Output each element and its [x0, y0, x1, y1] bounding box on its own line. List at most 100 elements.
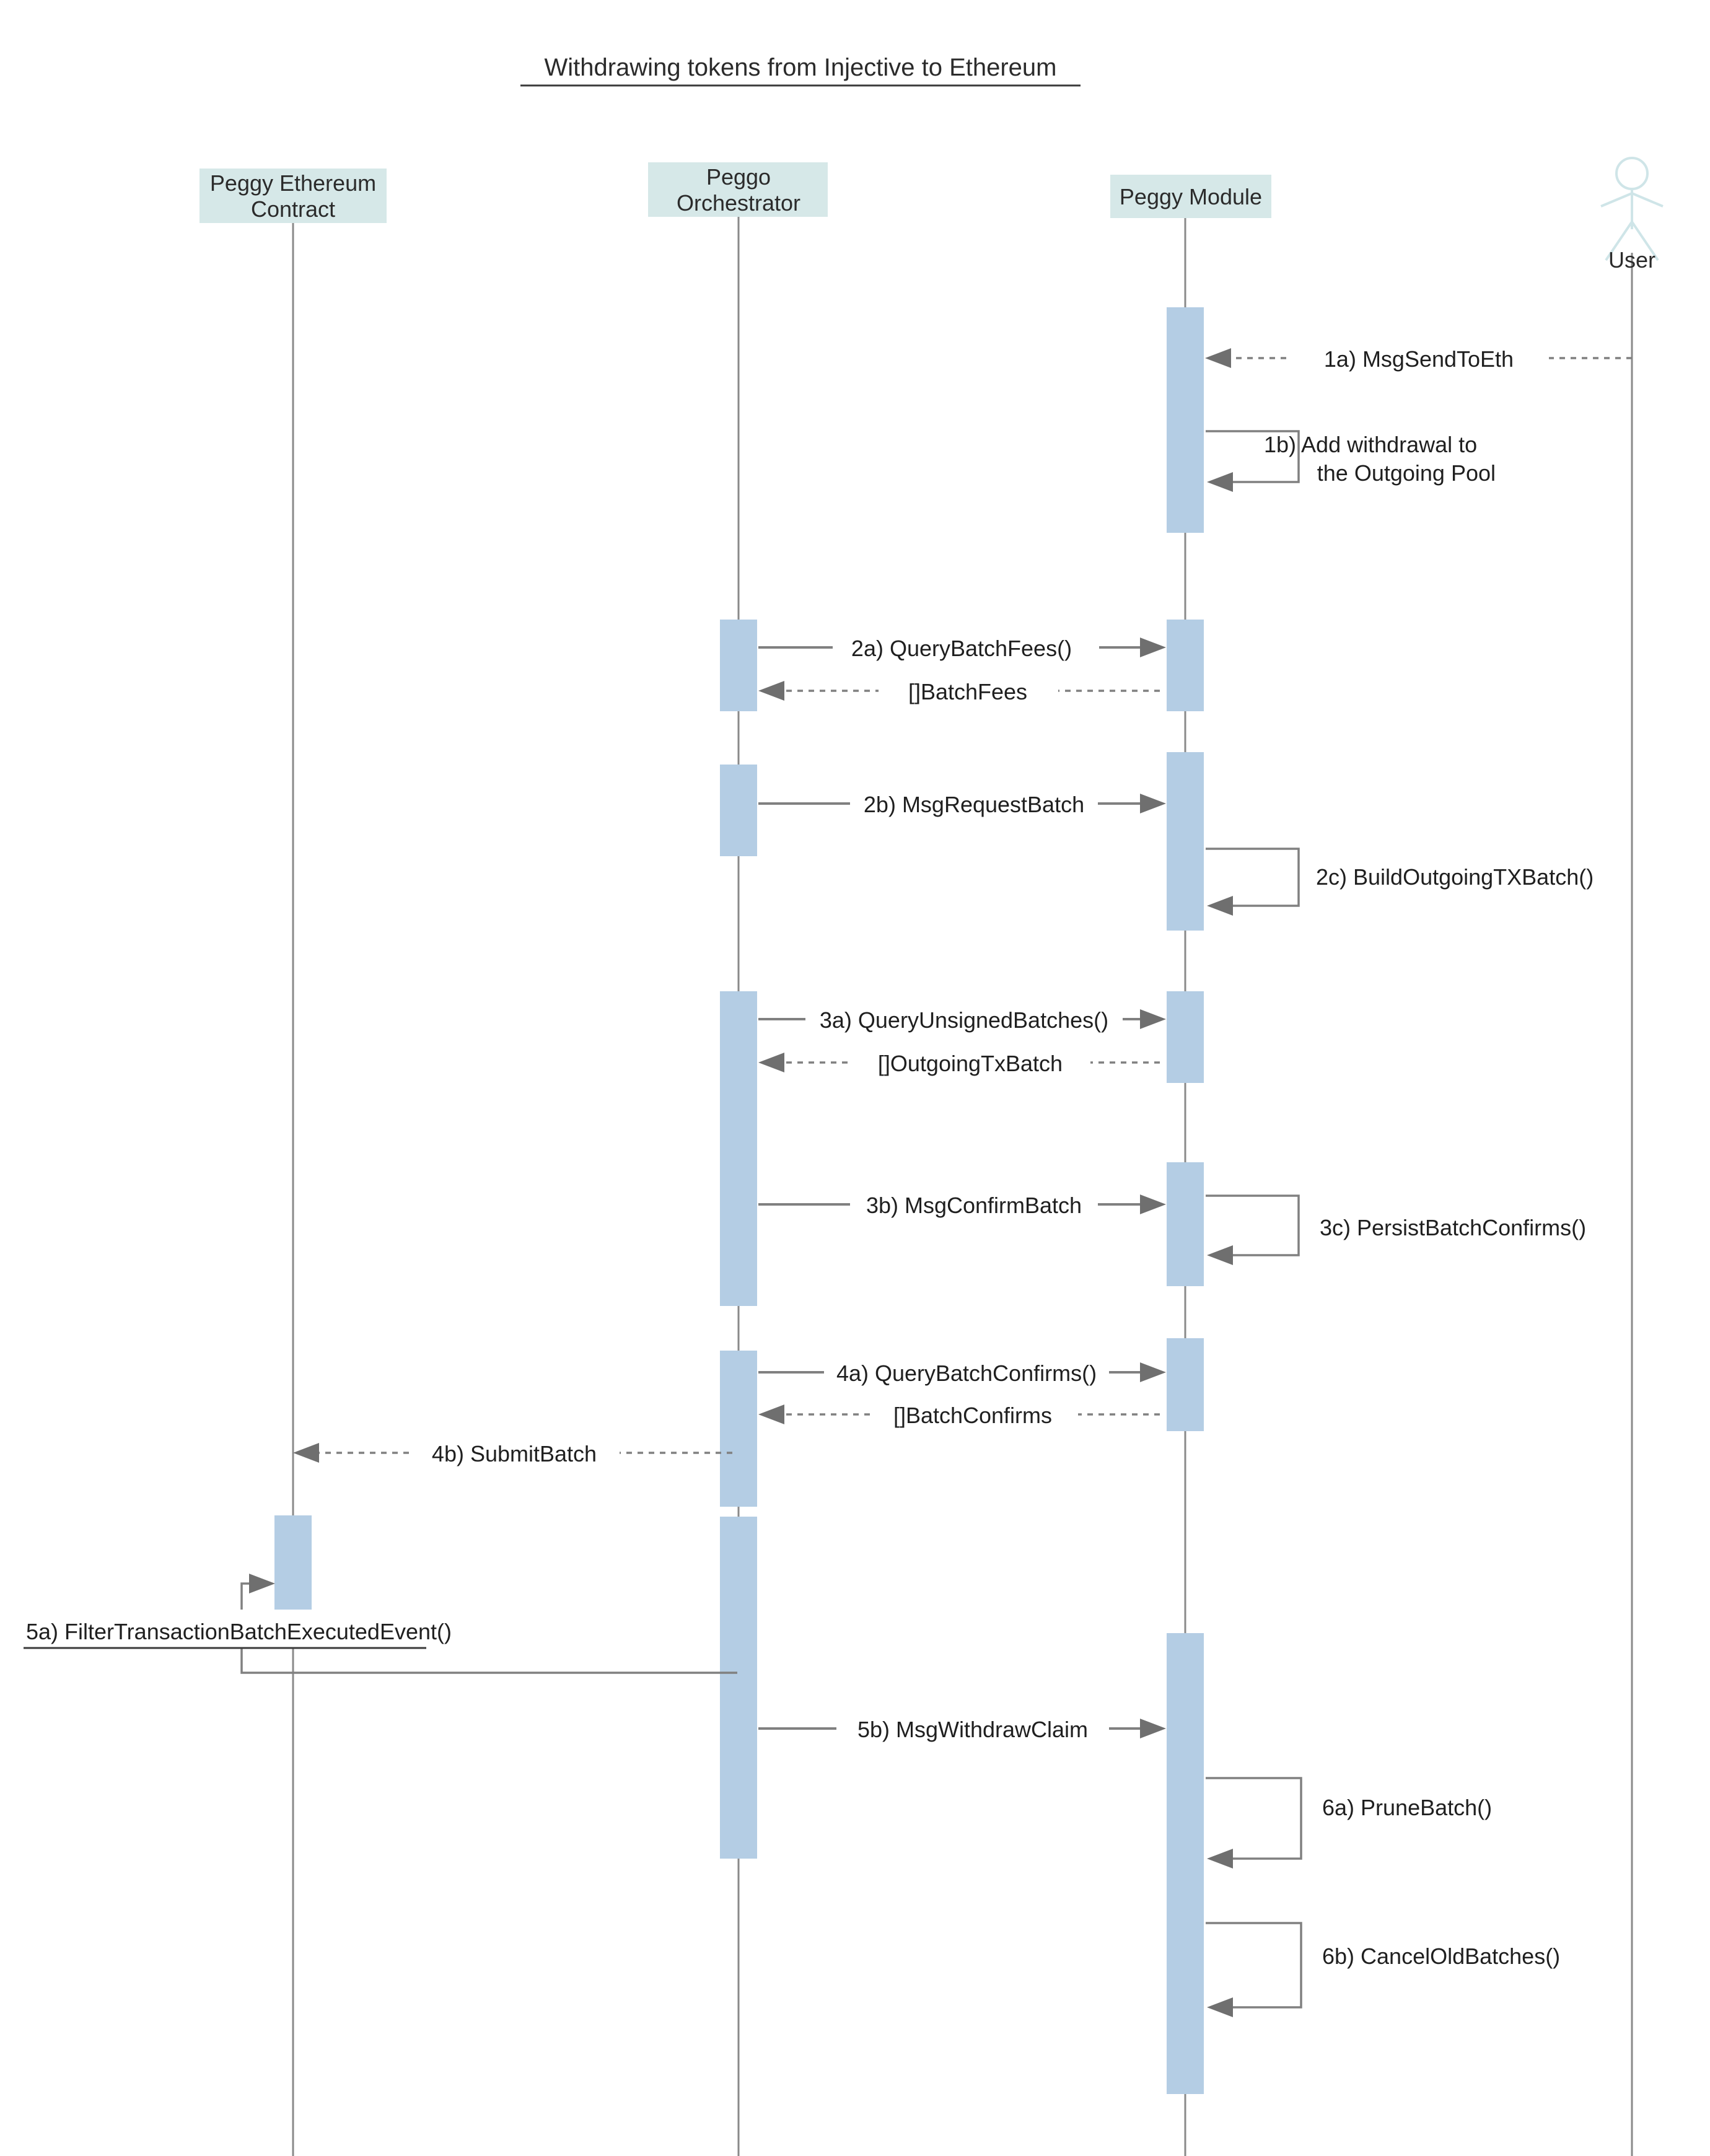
- message-3a-label: 3a) QueryUnsignedBatches(): [820, 1007, 1108, 1033]
- message-6a-arrowhead: [1207, 1849, 1233, 1869]
- message-2a[interactable]: 2a) QueryBatchFees(): [758, 629, 1166, 665]
- message-6b-arrowhead: [1207, 1997, 1233, 2017]
- activation-peggo-5: [720, 1517, 757, 1859]
- activation-peggy-module-3a: [1167, 991, 1204, 1083]
- message-2a-return-label: []BatchFees: [908, 679, 1027, 704]
- message-4a-label: 4a) QueryBatchConfirms(): [836, 1361, 1097, 1386]
- message-6a-label: 6a) PruneBatch(): [1322, 1795, 1492, 1820]
- message-6a[interactable]: 6a) PruneBatch(): [1206, 1777, 1492, 1869]
- activation-peggy-module-2a: [1167, 620, 1204, 711]
- message-4b-label: 4b) SubmitBatch: [432, 1441, 597, 1466]
- actor-leg-right-icon: [1631, 221, 1659, 261]
- message-2a-label-bg: [833, 629, 1099, 665]
- message-2a-return-label-bg: [879, 672, 1058, 708]
- message-5b[interactable]: 5b) MsgWithdrawClaim: [758, 1710, 1166, 1746]
- message-5a[interactable]: 5a) FilterTransactionBatchExecutedEvent(…: [12, 1574, 737, 1674]
- activation-eth-contract-5a: [274, 1515, 312, 1610]
- message-1a-label-bg: [1289, 340, 1549, 375]
- participant-peggo[interactable]: Peggo Orchestrator: [648, 162, 828, 217]
- message-3c-loop: [1206, 1194, 1300, 1256]
- activation-peggo-4: [720, 1351, 757, 1507]
- message-3c-arrowhead: [1207, 1245, 1233, 1265]
- message-4a[interactable]: 4a) QueryBatchConfirms(): [758, 1354, 1166, 1390]
- message-3b-arrowhead: [1140, 1194, 1166, 1214]
- message-1a-arrowhead: [1205, 348, 1231, 368]
- participant-label-peggo-line1: Peggo: [706, 164, 771, 190]
- message-3a-return-arrowhead: [758, 1053, 784, 1072]
- message-2b-label: 2b) MsgRequestBatch: [864, 792, 1084, 817]
- message-6a-loop: [1206, 1777, 1302, 1860]
- message-3c-label: 3c) PersistBatchConfirms(): [1320, 1215, 1586, 1240]
- participant-peggy-module[interactable]: Peggy Module: [1110, 175, 1271, 218]
- message-2b-arrowhead: [1140, 794, 1166, 813]
- message-2c-label: 2c) BuildOutgoingTXBatch(): [1316, 864, 1594, 890]
- message-5b-label-bg: [836, 1710, 1109, 1746]
- message-6b-loop: [1206, 1922, 1302, 2009]
- participant-box-peggo: [648, 162, 828, 217]
- message-2a-arrowhead: [1140, 638, 1166, 657]
- message-3c[interactable]: 3c) PersistBatchConfirms(): [1206, 1194, 1586, 1265]
- message-1b-arrowhead: [1207, 472, 1233, 492]
- message-5b-label: 5b) MsgWithdrawClaim: [857, 1717, 1088, 1742]
- message-3a-return-label: []OutgoingTxBatch: [878, 1051, 1063, 1076]
- message-3a-label-bg: [805, 1001, 1123, 1036]
- participant-box-eth-contract: [200, 169, 387, 223]
- actor-head-icon: [1615, 157, 1649, 190]
- message-2b[interactable]: 2b) MsgRequestBatch: [758, 785, 1166, 821]
- message-4a-return-arrowhead: [758, 1404, 784, 1424]
- message-4a-return-label: []BatchConfirms: [893, 1403, 1052, 1428]
- message-5a-arrowhead: [249, 1574, 275, 1593]
- message-1b-label-line1: 1b) Add withdrawal to: [1264, 432, 1477, 457]
- actor-arm-right-icon: [1631, 192, 1664, 208]
- message-2b-label-bg: [850, 785, 1098, 821]
- message-2c-loop: [1206, 848, 1300, 907]
- message-3b-label: 3b) MsgConfirmBatch: [866, 1193, 1082, 1218]
- diagram-title-group: Withdrawing tokens from Injective to Eth…: [520, 54, 1081, 87]
- message-4a-return[interactable]: []BatchConfirms: [758, 1396, 1160, 1432]
- message-4b-arrowhead: [293, 1443, 319, 1463]
- message-5a-label-bg: [12, 1610, 458, 1648]
- activation-peggo-2b: [720, 765, 757, 856]
- activation-peggy-module-2b: [1167, 752, 1204, 931]
- activation-peggo-3: [720, 991, 757, 1306]
- message-2a-return-arrowhead: [758, 681, 784, 701]
- message-4a-return-label-bg: [874, 1396, 1078, 1432]
- message-4a-arrowhead: [1140, 1362, 1166, 1382]
- message-1b-loop: [1206, 430, 1300, 483]
- activation-peggy-module-5b: [1167, 1633, 1204, 2094]
- message-5b-arrowhead: [1140, 1719, 1166, 1738]
- page-title: Withdrawing tokens from Injective to Eth…: [544, 54, 1056, 81]
- participant-label-eth-contract-line1: Peggy Ethereum: [210, 170, 376, 196]
- message-3a[interactable]: 3a) QueryUnsignedBatches(): [758, 1001, 1166, 1036]
- participant-label-eth-contract-line2: Contract: [251, 196, 335, 222]
- activation-peggy-module-3b: [1167, 1162, 1204, 1286]
- message-2c-arrowhead: [1207, 896, 1233, 916]
- message-1b-label-line2: the Outgoing Pool: [1317, 460, 1496, 486]
- message-3a-arrowhead: [1140, 1009, 1166, 1029]
- actor-leg-left-icon: [1605, 221, 1633, 261]
- message-1a-label: 1a) MsgSendToEth: [1324, 346, 1514, 372]
- message-4b-label-bg: [409, 1434, 620, 1470]
- message-6b[interactable]: 6b) CancelOldBatches(): [1206, 1922, 1560, 2017]
- participant-label-peggy-module: Peggy Module: [1120, 184, 1262, 209]
- participant-user[interactable]: User: [1600, 157, 1664, 273]
- participant-eth-contract[interactable]: Peggy Ethereum Contract: [200, 169, 387, 223]
- message-2a-return[interactable]: []BatchFees: [758, 672, 1160, 708]
- message-4a-label-bg: [824, 1354, 1109, 1390]
- message-3b[interactable]: 3b) MsgConfirmBatch: [758, 1186, 1166, 1222]
- message-3b-label-bg: [850, 1186, 1098, 1222]
- message-3a-return-label-bg: [853, 1044, 1090, 1080]
- message-3a-return[interactable]: []OutgoingTxBatch: [758, 1044, 1160, 1080]
- activation-peggo-2a: [720, 620, 757, 711]
- participant-box-peggy-module: [1110, 175, 1271, 218]
- message-1b[interactable]: 1b) Add withdrawal to the Outgoing Pool: [1206, 430, 1496, 492]
- message-1a[interactable]: 1a) MsgSendToEth: [1205, 340, 1632, 375]
- activation-peggy-module-4a: [1167, 1338, 1204, 1431]
- message-2a-label: 2a) QueryBatchFees(): [851, 636, 1072, 661]
- message-6b-label: 6b) CancelOldBatches(): [1322, 1943, 1560, 1969]
- message-4b[interactable]: 4b) SubmitBatch: [293, 1434, 732, 1470]
- actor-arm-left-icon: [1600, 192, 1633, 208]
- message-2c[interactable]: 2c) BuildOutgoingTXBatch(): [1206, 848, 1594, 916]
